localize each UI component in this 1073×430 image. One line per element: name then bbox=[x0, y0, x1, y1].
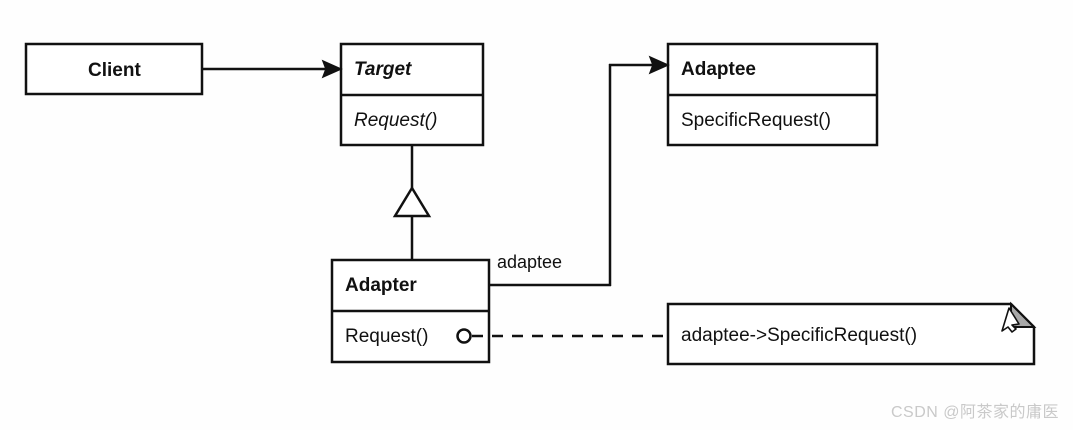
class-name-adaptee: Adaptee bbox=[681, 59, 756, 80]
csdn-watermark: CSDN @阿茶家的庸医 bbox=[890, 404, 1059, 421]
class-box-client[interactable] bbox=[24, 42, 204, 96]
filled-arrowhead-adaptee bbox=[648, 55, 670, 75]
class-operation-adapter-request: Request() bbox=[345, 326, 429, 347]
note-fold-cursor-shape bbox=[1001, 307, 1020, 333]
filled-arrowhead-target bbox=[321, 59, 343, 79]
class-name-target: Target bbox=[354, 59, 412, 80]
note-box-outline[interactable] bbox=[666, 302, 1036, 366]
note-body-text: adaptee->SpecificRequest() bbox=[681, 325, 918, 346]
class-operation-target-request: Request() bbox=[354, 110, 438, 131]
hollow-triangle-generalization bbox=[392, 185, 432, 218]
note-anchor-circle bbox=[456, 328, 472, 344]
class-name-adapter: Adapter bbox=[345, 275, 417, 296]
association-label-adaptee: adaptee bbox=[497, 252, 563, 272]
class-name-client: Client bbox=[88, 60, 141, 81]
class-operation-adaptee-specificrequest: SpecificRequest() bbox=[681, 110, 831, 131]
